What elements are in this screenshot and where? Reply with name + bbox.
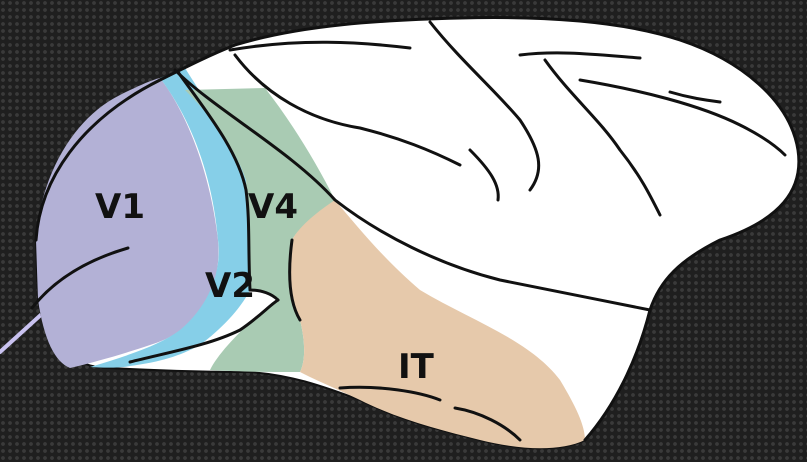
label-v4: V4 (248, 187, 298, 227)
electrode-probe (0, 312, 44, 352)
label-v1: V1 (95, 187, 145, 227)
label-v2: V2 (205, 266, 255, 306)
label-it: IT (398, 347, 435, 387)
